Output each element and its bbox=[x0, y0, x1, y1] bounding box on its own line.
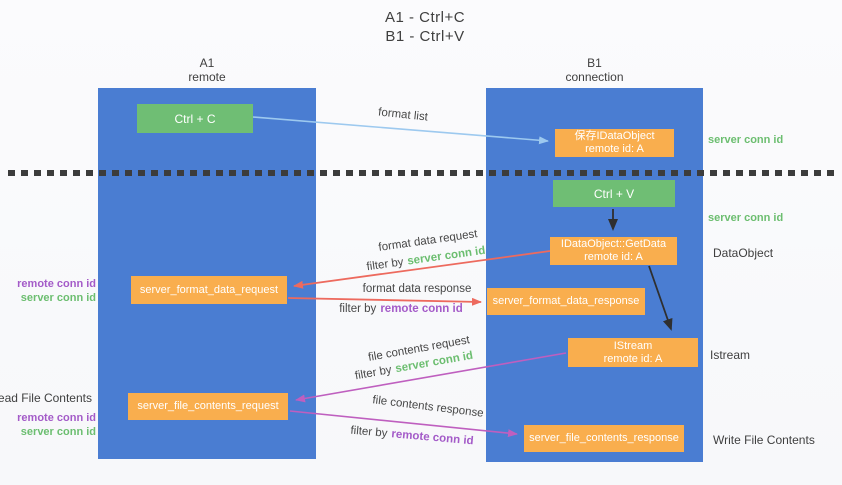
label-server-conn-id-left-top: server conn id bbox=[20, 292, 96, 304]
label-write-file-contents: Write File Contents bbox=[713, 433, 815, 447]
remote-conn-id-text: remote conn id bbox=[390, 428, 475, 448]
title-line-2: B1 - Ctrl+V bbox=[385, 28, 465, 45]
diagram-title: A1 - Ctrl+C B1 - Ctrl+V bbox=[300, 8, 550, 46]
lifeline-b1-header: B1 connection bbox=[486, 56, 703, 84]
arrow-format-data-response bbox=[287, 297, 482, 306]
box-istream: IStream remote id: A bbox=[568, 338, 698, 367]
lifeline-a1-role: remote bbox=[188, 70, 226, 84]
box-save-idataobject-line1: 保存IDataObject bbox=[574, 130, 655, 142]
box-save-idataobject: 保存IDataObject remote id: A bbox=[555, 129, 674, 157]
box-ctrl-c: Ctrl + C bbox=[137, 104, 253, 133]
box-server-file-contents-response: server_file_contents_response bbox=[524, 425, 684, 452]
box-save-idataobject-line2: remote id: A bbox=[585, 143, 644, 155]
label-server-conn-id-right-top: server conn id bbox=[708, 134, 784, 146]
box-ctrl-v-label: Ctrl + V bbox=[593, 186, 635, 201]
label-file-contents-response: file contents response bbox=[371, 394, 485, 420]
label-istream: Istream bbox=[710, 348, 751, 362]
filter-by-text: filter by bbox=[354, 364, 393, 383]
label-remote-conn-id-left-bottom: remote conn id bbox=[17, 412, 96, 424]
remote-conn-id-text: remote conn id bbox=[380, 303, 463, 315]
box-server-file-contents-response-label: server_file_contents_response bbox=[529, 432, 679, 444]
label-read-file-contents: Read File Contents bbox=[0, 391, 92, 405]
lifeline-b1-role: connection bbox=[565, 70, 624, 84]
box-idataobject-getdata-line1: IDataObject::GetData bbox=[560, 238, 667, 250]
box-server-format-data-request: server_format_data_request bbox=[131, 276, 287, 304]
box-ctrl-v: Ctrl + V bbox=[553, 180, 675, 207]
lifeline-b1-name: B1 bbox=[587, 56, 602, 70]
box-idataobject-getdata: IDataObject::GetData remote id: A bbox=[550, 237, 677, 265]
lifeline-a1-name: A1 bbox=[199, 56, 215, 70]
box-server-file-contents-request-label: server_file_contents_request bbox=[137, 400, 279, 412]
box-ctrl-c-label: Ctrl + C bbox=[174, 111, 216, 126]
box-server-format-data-response: server_format_data_response bbox=[487, 288, 645, 315]
box-server-file-contents-request: server_file_contents_request bbox=[128, 393, 288, 420]
session-divider bbox=[8, 170, 835, 176]
filter-by-text: filter by bbox=[349, 424, 388, 440]
label-server-conn-id-left-bottom: server conn id bbox=[20, 426, 96, 438]
title-line-1: A1 - Ctrl+C bbox=[384, 9, 466, 26]
lifeline-a1-header: A1 remote bbox=[98, 56, 316, 84]
filter-by-text: filter by bbox=[339, 303, 377, 315]
label-server-conn-id-right-mid: server conn id bbox=[708, 212, 784, 224]
label-format-data-response: format data response bbox=[362, 283, 472, 295]
box-server-format-data-request-label: server_format_data_request bbox=[139, 283, 279, 296]
label-remote-conn-id-left-top: remote conn id bbox=[17, 278, 96, 290]
box-istream-line1: IStream bbox=[613, 339, 653, 352]
label-format-list: format list bbox=[377, 106, 429, 124]
box-server-format-data-response-label: server_format_data_response bbox=[492, 295, 640, 307]
filter-by-text: filter by bbox=[365, 256, 405, 274]
box-idataobject-getdata-line2: remote id: A bbox=[584, 251, 643, 263]
box-istream-line2: remote id: A bbox=[603, 352, 663, 365]
label-dataobject: DataObject bbox=[713, 246, 774, 260]
